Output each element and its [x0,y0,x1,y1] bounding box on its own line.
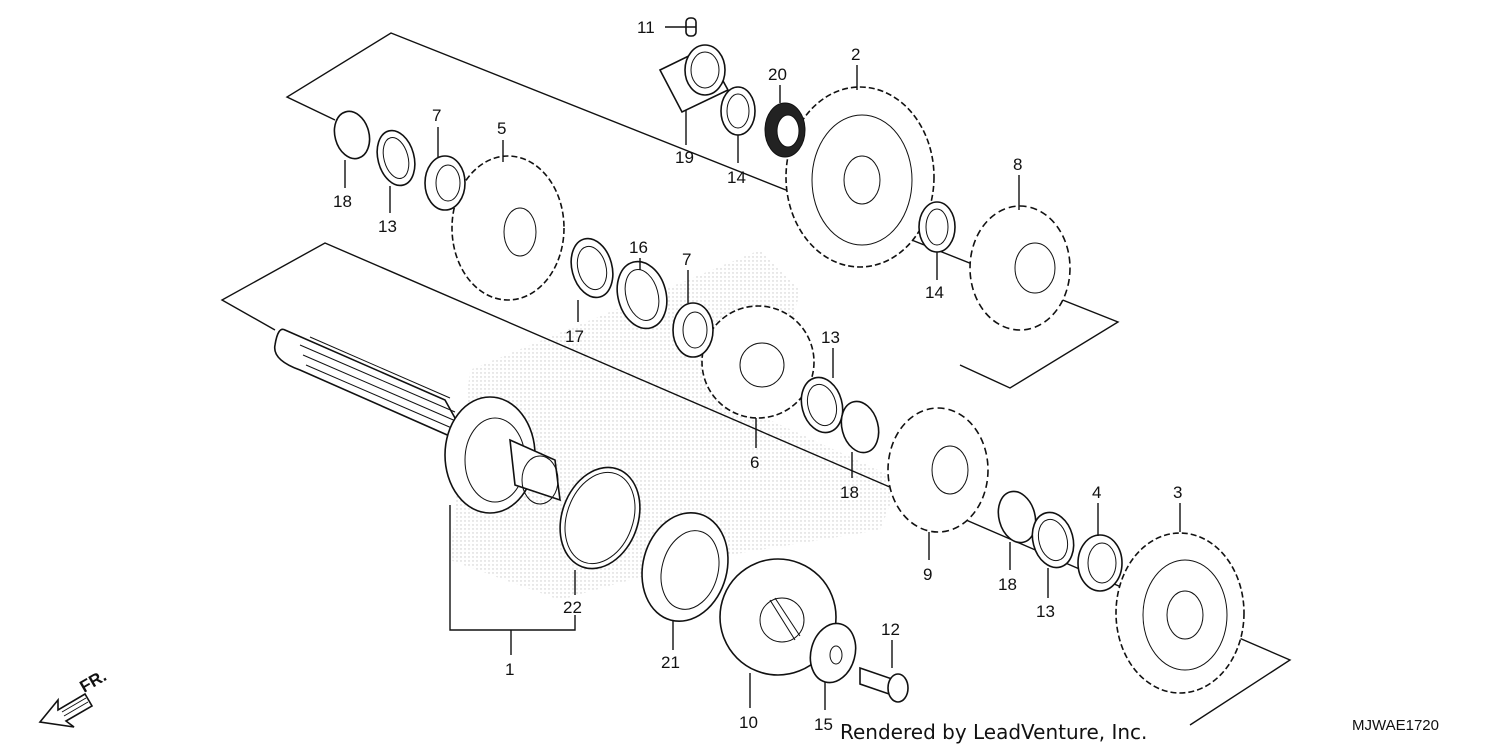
oil-seal-21 [641,511,729,623]
gear-2 [785,86,935,268]
callout-7-lower: 7 [682,250,691,269]
gear-9 [887,407,989,533]
callout-16: 16 [629,238,648,257]
bushing-19 [658,44,730,114]
washer-16 [616,260,668,330]
sprocket-10 [719,558,837,676]
gear-6 [701,305,815,419]
callout-5: 5 [497,119,506,138]
callout-labels: 11 19 14 20 2 8 14 18 13 7 5 16 17 7 13 … [333,18,1182,734]
leader-lines [344,26,1181,710]
callout-9: 9 [923,565,932,584]
callout-11: 11 [637,18,655,37]
callout-20: 20 [768,65,787,84]
direction-label: FR. [77,666,110,696]
callout-14-lower: 14 [925,283,944,302]
bushing-7-lower [672,302,714,358]
mainshaft-boundary [220,242,1292,726]
callout-15: 15 [814,715,833,734]
circlip-18-upper [333,110,371,160]
front-direction-arrow-icon [38,692,94,728]
washer-17 [570,237,614,299]
gear-5 [451,155,565,301]
callout-22: 22 [563,598,582,617]
callout-13-middle: 13 [821,328,840,347]
callout-4: 4 [1092,483,1101,502]
o-ring-22 [559,466,641,570]
callout-3: 3 [1173,483,1182,502]
callout-19: 19 [675,148,694,167]
gear-3 [1115,532,1245,694]
callout-13-lower: 13 [1036,602,1055,621]
washer-15 [809,622,857,684]
callout-1: 1 [505,660,514,679]
bushing-7-upper [424,155,466,211]
washer-13-upper [376,129,416,187]
callout-6: 6 [750,453,759,472]
bolt-12 [859,666,909,703]
washer-13-middle [800,376,844,434]
needle-bearing-20 [764,102,806,158]
bushing-4 [1077,534,1123,592]
circlip-18-middle [840,400,880,454]
callout-13-upper: 13 [378,217,397,236]
countershaft-boundary [285,32,1120,389]
callout-18-lower: 18 [998,575,1017,594]
callout-18-middle: 18 [840,483,859,502]
callout-10: 10 [739,713,758,732]
circlip-18-lower [997,490,1037,544]
callout-8: 8 [1013,155,1022,174]
callout-21: 21 [661,653,680,672]
callout-17: 17 [565,327,584,346]
washer-13-lower [1031,511,1075,569]
callout-2: 2 [851,45,860,64]
credit-text: Rendered by LeadVenture, Inc. [840,720,1147,744]
mainshaft-part [273,328,561,514]
callout-14-upper: 14 [727,168,746,187]
callout-7-upper: 7 [432,106,441,125]
gear-8 [969,205,1071,331]
callout-12: 12 [881,620,900,639]
washer-14-upper [720,86,756,136]
washer-14-lower [918,201,956,253]
callout-18-upper: 18 [333,192,352,211]
diagram-code: MJWAE1720 [1352,717,1439,734]
